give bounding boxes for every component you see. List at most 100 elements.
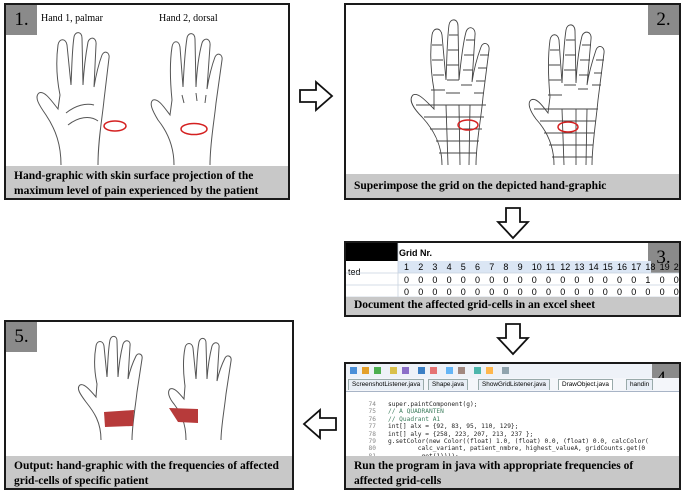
excel-col-header[interactable]: 18 — [645, 262, 656, 272]
excel-cell[interactable]: 0 — [489, 287, 495, 297]
excel-cell[interactable]: 0 — [546, 287, 552, 297]
ide-tab-bar: ScreenshotListener.java Shape.java ShowG… — [346, 378, 679, 392]
step-number-2: 2. — [648, 5, 679, 35]
excel-corner-block — [346, 243, 398, 261]
excel-cell[interactable]: 0 — [432, 275, 438, 285]
excel-cell[interactable]: 0 — [617, 275, 623, 285]
excel-cell[interactable]: 0 — [503, 275, 509, 285]
excel-cell[interactable]: 0 — [546, 275, 552, 285]
excel-col-header[interactable]: 17 — [631, 262, 642, 272]
excel-cell[interactable]: 0 — [517, 275, 523, 285]
toolbar-icons — [350, 367, 509, 374]
excel-cell[interactable]: 0 — [574, 287, 580, 297]
excel-cell[interactable]: 0 — [602, 275, 608, 285]
tab-handin[interactable]: handin — [626, 379, 654, 390]
excel-cell[interactable]: 0 — [489, 275, 495, 285]
excel-cell[interactable]: 0 — [588, 287, 594, 297]
caption-step-1: Hand-graphic with skin surface projectio… — [6, 166, 288, 198]
excel-cell[interactable]: 0 — [574, 275, 580, 285]
excel-col-header[interactable]: 12 — [560, 262, 571, 272]
code-text: calc_variant, patient_nmbre, highest_val… — [388, 445, 646, 453]
excel-col-header[interactable]: 1 — [404, 262, 410, 272]
excel-cell[interactable]: 0 — [432, 287, 438, 297]
output-hand-graphic — [77, 335, 232, 441]
excel-cell[interactable]: 0 — [517, 287, 523, 297]
affected-area-left — [104, 410, 134, 427]
excel-col-header[interactable]: 11 — [546, 262, 556, 272]
excel-col-header[interactable]: 9 — [517, 262, 523, 272]
excel-row-label: ted — [348, 267, 361, 277]
excel-col-header[interactable]: 2 — [418, 262, 424, 272]
excel-col-header[interactable]: 5 — [460, 262, 466, 272]
code-line: 80 calc_variant, patient_nmbre, highest_… — [346, 437, 679, 455]
gridded-hand-graphic — [410, 19, 605, 166]
excel-cell[interactable]: 0 — [659, 287, 665, 297]
excel-cell[interactable]: 0 — [503, 287, 509, 297]
arrow-right-icon — [299, 80, 334, 112]
line-number: 74 — [368, 401, 376, 408]
excel-cell[interactable]: 0 — [631, 287, 637, 297]
excel-cell[interactable]: 0 — [659, 275, 665, 285]
excel-cell[interactable]: 0 — [404, 287, 410, 297]
excel-col-header[interactable]: 8 — [503, 262, 509, 272]
step-number-1: 1. — [6, 5, 37, 35]
code-line: 74 super.paintComponent(g); — [346, 393, 679, 411]
code-text: // A QUADRANTEN — [388, 408, 444, 416]
excel-cell[interactable]: 0 — [475, 287, 481, 297]
code-text: g.setColor(new Color((float) 1.0, (float… — [388, 438, 649, 445]
excel-cell[interactable]: 0 — [560, 275, 566, 285]
excel-cell[interactable]: 0 — [460, 275, 466, 285]
excel-cell[interactable]: 0 — [673, 275, 679, 285]
excel-col-header[interactable]: 7 — [489, 262, 495, 272]
excel-cell[interactable]: 0 — [617, 287, 623, 297]
excel-col-header[interactable]: 6 — [475, 262, 481, 272]
excel-col-header[interactable]: 19 — [659, 262, 670, 272]
tab-screenshot-listener[interactable]: ScreenshotListener.java — [348, 379, 425, 390]
code-text: super.paintComponent(g); — [388, 401, 478, 408]
excel-cell[interactable]: 0 — [446, 287, 452, 297]
tab-show-grid-listener[interactable]: ShowGridListener.java — [478, 379, 550, 390]
excel-cell[interactable]: 0 — [560, 287, 566, 297]
excel-cell[interactable]: 0 — [602, 287, 608, 297]
excel-col-header[interactable]: 20 — [673, 262, 679, 272]
code-line: 76// Quadrant A1 — [346, 408, 679, 426]
line-number: 75 — [368, 408, 376, 416]
tab-shape[interactable]: Shape.java — [428, 379, 468, 390]
arrow-down-icon-2 — [496, 323, 530, 356]
excel-cell[interactable]: 0 — [460, 287, 466, 297]
excel-col-header[interactable]: 16 — [617, 262, 628, 272]
excel-cell[interactable]: 0 — [446, 275, 452, 285]
tab-draw-object[interactable]: DrawObject.java — [558, 379, 613, 390]
excel-col-header[interactable]: 13 — [574, 262, 585, 272]
grid-pain-marker-right — [557, 121, 579, 133]
caption-step-5: Output: hand-graphic with the frequencie… — [6, 456, 292, 488]
panel-step-4: 4. ScreenshotListener.java Shape.java Sh… — [344, 362, 681, 490]
excel-cell[interactable]: 0 — [673, 287, 679, 297]
excel-cell[interactable]: 0 — [475, 275, 481, 285]
panel-step-2: 2. Superimpose the grid on the depicted … — [344, 3, 681, 200]
excel-col-header[interactable]: 10 — [531, 262, 542, 272]
excel-cell[interactable]: 0 — [418, 287, 424, 297]
excel-cell[interactable]: 0 — [588, 275, 594, 285]
excel-cell[interactable]: 1 — [645, 275, 651, 285]
excel-cell[interactable]: 0 — [645, 287, 651, 297]
excel-cell[interactable]: 0 — [631, 275, 637, 285]
excel-cell[interactable]: 0 — [418, 275, 424, 285]
caption-step-2: Superimpose the grid on the depicted han… — [346, 174, 679, 198]
excel-cell[interactable]: 0 — [531, 287, 537, 297]
excel-cell[interactable]: 0 — [404, 275, 410, 285]
excel-col-header[interactable]: 3 — [432, 262, 438, 272]
line-number: 76 — [368, 415, 376, 423]
code-editor[interactable]: 74 super.paintComponent(g); 75 // A QUADRAN… — [346, 392, 679, 460]
excel-col-header[interactable]: 4 — [446, 262, 452, 272]
excel-col-header[interactable]: 14 — [588, 262, 599, 272]
line-number: 77 — [368, 423, 376, 431]
excel-header-row — [398, 261, 651, 273]
hand-outline-graphic-1 — [36, 32, 223, 166]
excel-col-header[interactable]: 15 — [602, 262, 613, 272]
caption-step-4: Run the program in java with appropriate… — [346, 456, 679, 488]
excel-cell[interactable]: 0 — [531, 275, 537, 285]
caption-step-3: Document the affected grid-cells in an e… — [346, 297, 679, 315]
